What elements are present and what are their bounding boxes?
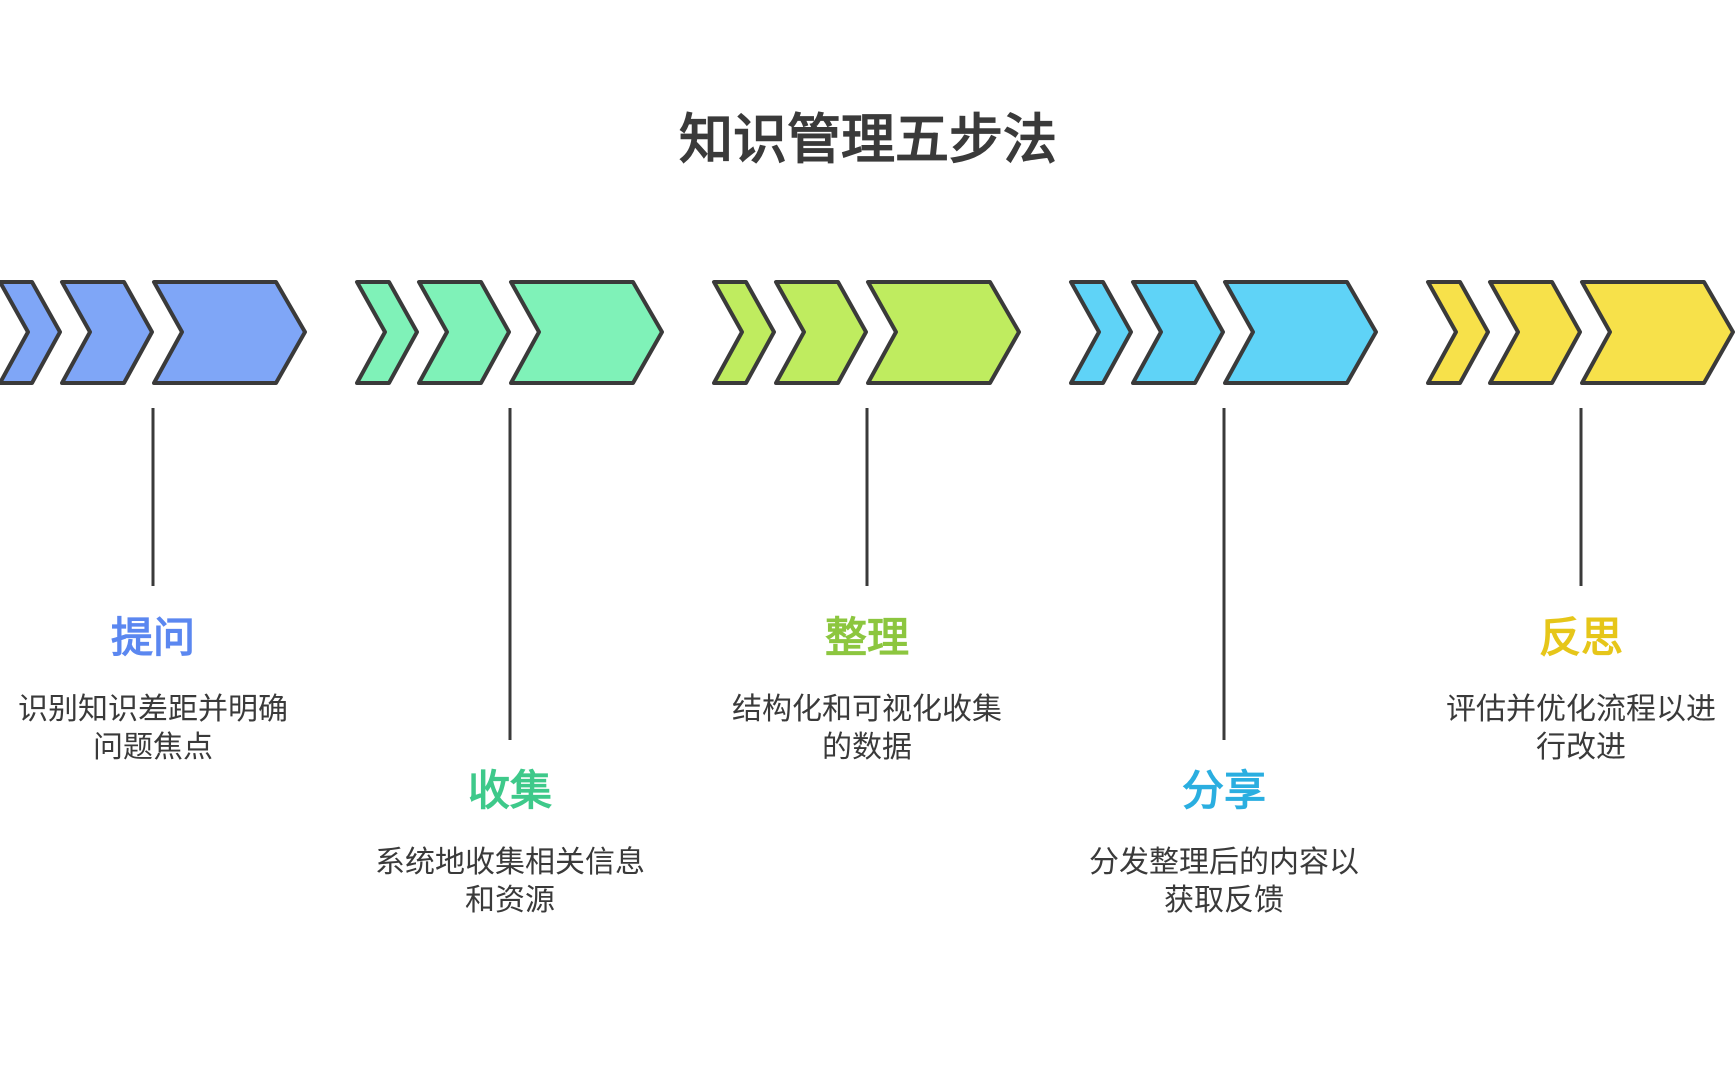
step-description-line: 行改进 xyxy=(1536,730,1626,765)
chevron-small xyxy=(355,280,419,385)
diagram-title: 知识管理五步法 xyxy=(679,108,1057,171)
step-description-line: 系统地收集相关信息 xyxy=(375,845,645,880)
step-title: 反思 xyxy=(1539,613,1623,662)
step-description-line: 评估并优化流程以进 xyxy=(1446,692,1716,727)
chevron-medium xyxy=(1131,280,1225,385)
chevron-medium xyxy=(417,280,511,385)
chevron-small xyxy=(1426,280,1490,385)
chevron-large xyxy=(152,280,307,385)
chevron-small xyxy=(0,280,62,385)
step-description-line: 的数据 xyxy=(822,730,912,765)
step-description-line: 和资源 xyxy=(465,883,555,918)
step-description-line: 获取反馈 xyxy=(1164,883,1284,918)
chevron-medium xyxy=(1488,280,1582,385)
step-title: 分享 xyxy=(1182,766,1266,815)
step-description-line: 问题焦点 xyxy=(93,730,213,765)
steps-layer: 提问识别知识差距并明确问题焦点收集系统地收集相关信息和资源整理结构化和可视化收集… xyxy=(0,280,1735,918)
chevron-large xyxy=(1223,280,1378,385)
chevron-small xyxy=(712,280,776,385)
chevron-medium xyxy=(774,280,868,385)
chevron-medium xyxy=(60,280,154,385)
chevron-large xyxy=(509,280,664,385)
chevron-large xyxy=(1580,280,1735,385)
step-description-line: 结构化和可视化收集 xyxy=(732,692,1002,727)
chevron-large xyxy=(866,280,1021,385)
step-description-line: 识别知识差距并明确 xyxy=(18,692,288,727)
step-title: 提问 xyxy=(111,613,195,662)
step-description-line: 分发整理后的内容以 xyxy=(1089,845,1359,880)
step-title: 收集 xyxy=(468,766,552,815)
chevron-small xyxy=(1069,280,1133,385)
step-title: 整理 xyxy=(825,613,909,662)
